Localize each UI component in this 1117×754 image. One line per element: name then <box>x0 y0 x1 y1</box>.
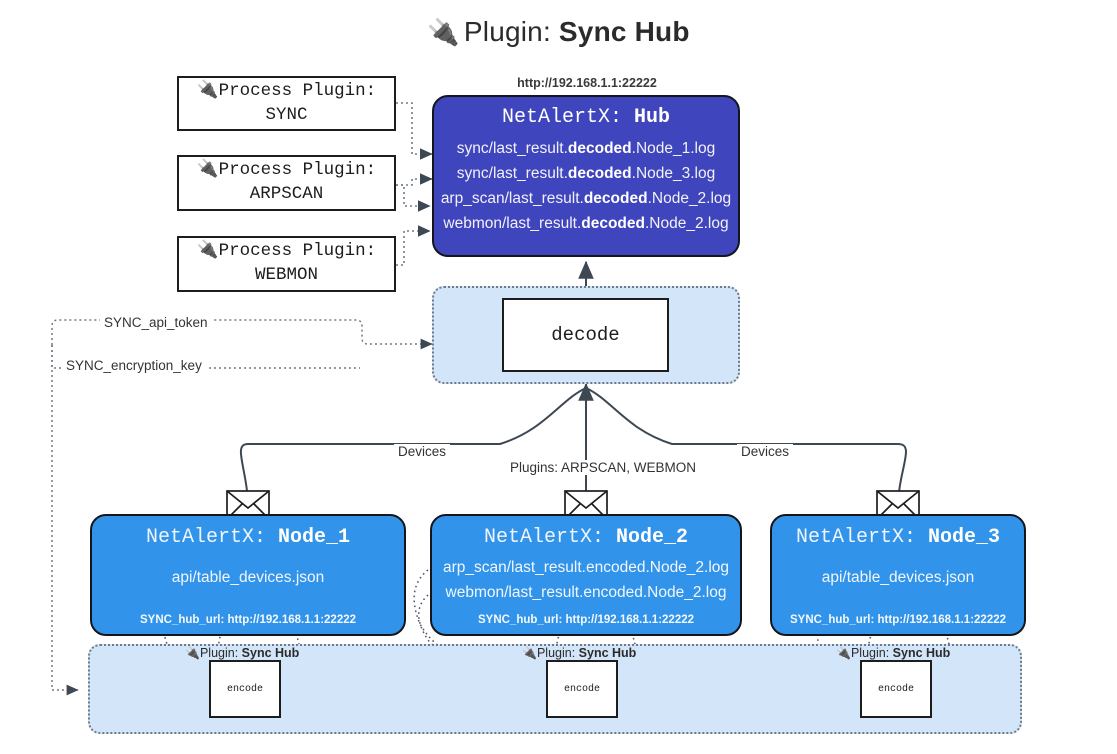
process-plugin-webmon-line2: WEBMON <box>254 265 318 285</box>
encode-plugin-label-3: 🔌Plugin: Sync Hub <box>836 646 951 660</box>
encode-box-3[interactable]: encode <box>860 660 932 718</box>
encode-box-2[interactable]: encode <box>546 660 618 718</box>
node-1-line-1: api/table_devices.json <box>171 569 325 586</box>
page-title: 🔌Plugin: Sync Hub <box>0 16 1117 48</box>
node-box-node-2[interactable]: NetAlertX: Node_2 arp_scan/last_result.e… <box>430 514 742 636</box>
hub-url-label: http://192.168.1.1:22222 <box>517 76 657 90</box>
node-2-title: NetAlertX: Node_2 <box>483 526 689 549</box>
devices-left-label: Devices <box>394 444 451 459</box>
plug-icon: 🔌 <box>185 646 200 660</box>
plug-icon: 🔌 <box>196 160 219 181</box>
process-plugin-sync[interactable]: 🔌Process Plugin: SYNC <box>177 76 396 131</box>
node-2-hub-url: SYNC_hub_url: http://192.168.1.1:22222 <box>477 614 695 626</box>
page-title-prefix: Plugin: <box>463 16 551 47</box>
node-box-node-3[interactable]: NetAlertX: Node_3 api/table_devices.json… <box>770 514 1026 636</box>
plug-icon: 🔌 <box>836 646 851 660</box>
plug-icon: 🔌 <box>196 80 219 101</box>
hub-log-line-2: sync/last_result.decoded.Node_3.log <box>456 165 716 183</box>
hub-box[interactable]: NetAlertX: Hub sync/last_result.decoded.… <box>432 95 740 257</box>
encode-box-1[interactable]: encode <box>209 660 281 718</box>
page-title-name: Sync Hub <box>558 16 690 47</box>
node-box-node-1[interactable]: NetAlertX: Node_1 api/table_devices.json… <box>90 514 406 636</box>
process-plugin-sync-line2: SYNC <box>265 104 308 125</box>
process-plugin-arpscan-line2: ARPSCAN <box>249 184 324 204</box>
encode-plugin-label-2: 🔌Plugin: Sync Hub <box>522 646 637 660</box>
sync-encryption-key-label: SYNC_encryption_key <box>62 358 206 373</box>
plug-icon: 🔌 <box>427 17 460 47</box>
process-plugin-webmon-line1: 🔌Process Plugin: <box>196 241 377 262</box>
node-2-line-2: webmon/last_result.encoded.Node_2.log <box>445 584 727 602</box>
node-3-hub-url: SYNC_hub_url: http://192.168.1.1:22222 <box>789 614 1007 626</box>
node-3-line-1: api/table_devices.json <box>821 569 975 586</box>
hub-log-line-1: sync/last_result.decoded.Node_1.log <box>456 140 716 157</box>
node-3-title: NetAlertX: Node_3 <box>795 526 1001 549</box>
process-plugin-arpscan[interactable]: 🔌Process Plugin: ARPSCAN <box>177 155 396 211</box>
process-plugin-sync-line1: 🔌Process Plugin: <box>196 80 377 101</box>
plug-icon: 🔌 <box>522 646 537 660</box>
encode-plugin-label-1: 🔌Plugin: Sync Hub <box>185 646 300 660</box>
devices-right-label: Devices <box>737 444 794 459</box>
node-1-title: NetAlertX: Node_1 <box>145 526 351 549</box>
node-1-hub-url: SYNC_hub_url: http://192.168.1.1:22222 <box>139 614 357 626</box>
hub-title: NetAlertX: Hub <box>501 106 671 129</box>
sync-api-token-label: SYNC_api_token <box>100 315 212 330</box>
node-2-line-1: arp_scan/last_result.encoded.Node_2.log <box>442 559 730 576</box>
process-plugin-arpscan-line1: 🔌Process Plugin: <box>196 160 377 181</box>
hub-log-line-4: webmon/last_result.decoded.Node_2.log <box>443 215 729 233</box>
plug-icon: 🔌 <box>196 241 219 262</box>
decode-box[interactable]: decode <box>502 298 669 372</box>
process-plugin-webmon[interactable]: 🔌Process Plugin: WEBMON <box>177 236 396 292</box>
hub-log-line-3: arp_scan/last_result.decoded.Node_2.log <box>440 190 732 208</box>
plugins-center-label: Plugins: ARPSCAN, WEBMON <box>506 460 701 475</box>
